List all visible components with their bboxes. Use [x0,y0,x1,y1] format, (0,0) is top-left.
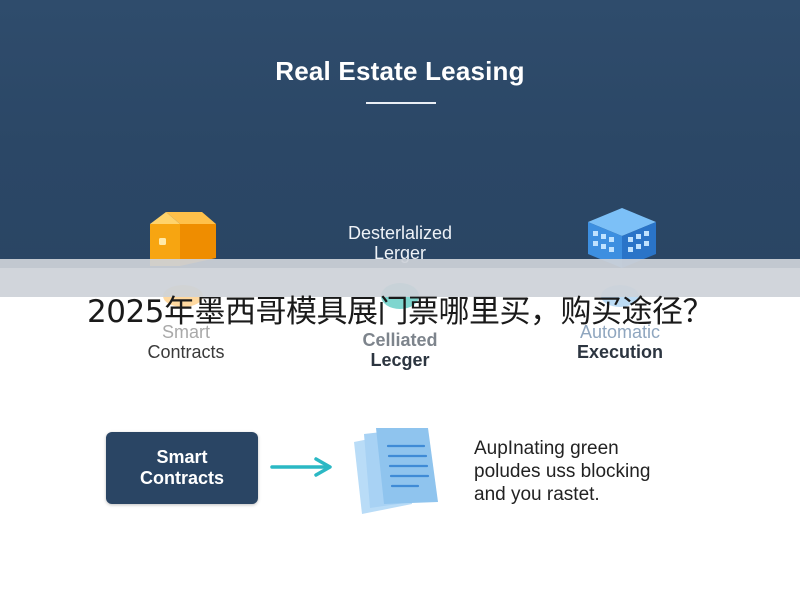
flow-note: AupInating green poludes uss blocking an… [474,437,774,506]
smart-contracts-box-line-1: Smart [156,447,208,467]
column-2-top-label-line-2: Lerger [373,243,427,263]
header-band [0,0,800,268]
overlay-band [0,259,800,297]
diagram-title: Real Estate Leasing [275,56,525,86]
document-stack-icon [354,428,438,514]
title-underline [366,102,436,104]
column-1-lower-label: Smart Contracts [86,322,286,362]
right-arrow-icon [270,457,332,477]
column-3-lower-label: Automatic Execution [520,322,720,362]
column-2-lower-label: Celliated Lecger [300,330,500,370]
column-2-top-label-line-1: Desterlalized [347,223,453,243]
flow-note-line-1: AupInating green [474,438,619,459]
flow-note-line-3: and you rastet. [474,484,600,505]
column-2-lower-label-line-2: Lecger [370,350,430,370]
column-1-lower-label-line-2: Contracts [147,342,225,362]
smart-contracts-box: Smart Contracts [106,432,258,504]
column-3-lower-label-line-2: Execution [576,342,664,362]
orange-cube-icon [150,212,216,266]
banner-text: 2025年墨西哥模具展门票哪里买，购买途径？ [87,294,713,330]
column-2-lower-label-line-1: Celliated [362,330,438,350]
flow-note-line-2: poludes uss blocking [474,461,651,482]
column-3-lower-label-line-1: Automatic [579,322,661,342]
blue-building-cube-icon [588,208,656,268]
column-1-lower-label-line-1: Smart [161,322,210,342]
smart-contracts-box-line-2: Contracts [139,468,224,488]
column-2-top-label: Desterlalized Lerger [300,223,500,263]
